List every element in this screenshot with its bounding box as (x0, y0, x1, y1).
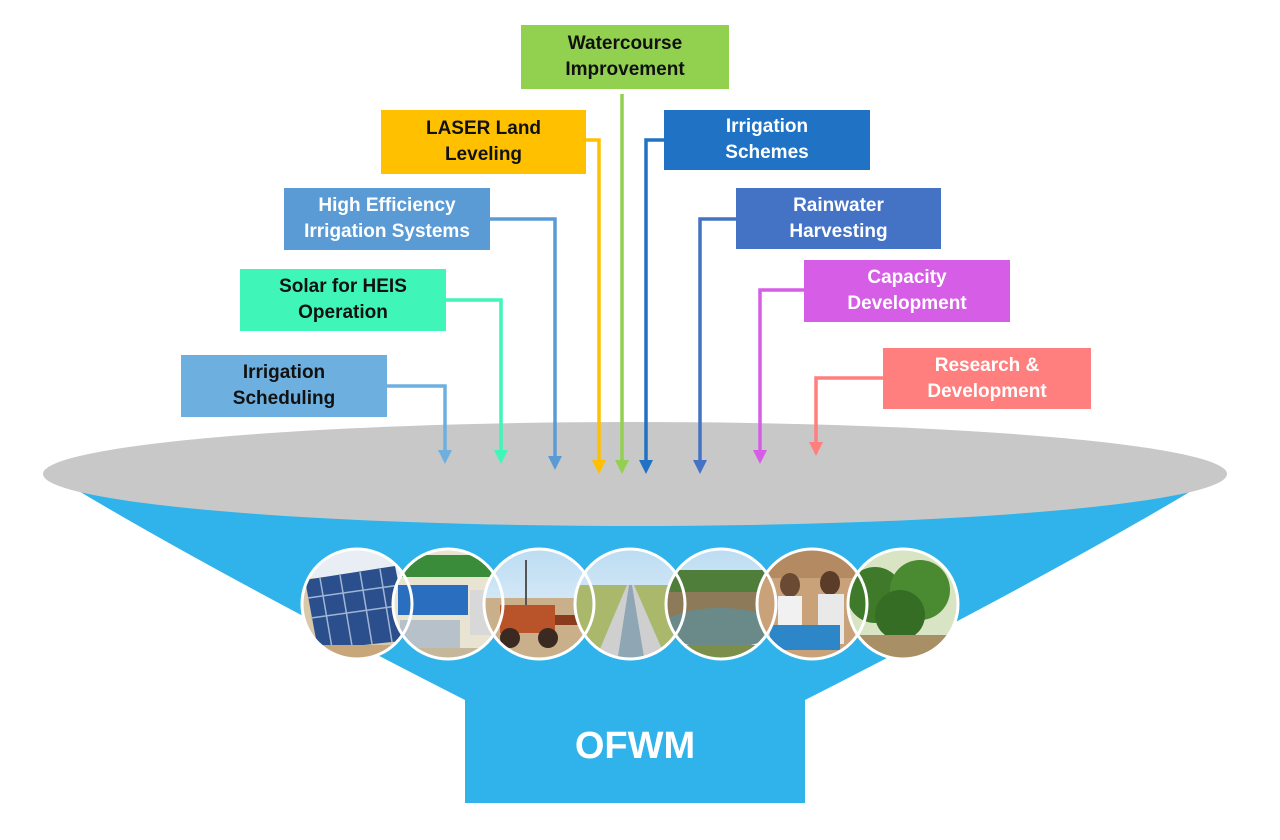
schemes-arrow (644, 138, 664, 462)
laser-box (381, 110, 586, 174)
watercourse-arrowhead (615, 460, 629, 474)
research-arrow (814, 376, 883, 444)
irrigation-schemes-label: Irrigation Schemes (725, 116, 809, 163)
heis-arrow (490, 217, 557, 458)
funnel-rim (43, 422, 1227, 526)
capacity-arrow (758, 288, 804, 452)
laser-arrowhead (592, 460, 606, 474)
capacity-box (804, 260, 1010, 322)
research-arrowhead (809, 442, 823, 456)
schemes-arrowhead (639, 460, 653, 474)
solar-box (240, 269, 446, 331)
rainwater-arrow (698, 217, 736, 462)
research-and-development-label: Research & Development (927, 354, 1047, 402)
rainwater-box (736, 188, 941, 249)
laser-arrow (586, 138, 601, 462)
laser-land-leveling-label: LASER Land Leveling (425, 118, 542, 165)
solar-for-heis-operation-label: Solar for HEIS Operation (279, 276, 407, 323)
watercourse-improvement-label: Watercourse Improvement (565, 33, 685, 80)
scheduling-arrow (387, 384, 447, 452)
research-box (883, 348, 1091, 409)
watercourse-box (521, 25, 729, 89)
drip-irrigation-station-photo (393, 549, 503, 659)
scheduling-box (181, 355, 387, 417)
capacity-development-label: Capacity Development (847, 267, 967, 314)
high-efficiency-irrigation-systems-label: High Efficiency Irrigation Systems (304, 195, 470, 242)
solar-arrowhead (494, 450, 508, 464)
scheduling-arrowhead (438, 450, 452, 464)
photo-strip (300, 547, 960, 661)
rainwater-arrowhead (693, 460, 707, 474)
rainwater-harvesting-label: Rainwater Harvesting (789, 194, 888, 242)
solar-panels-photo (302, 549, 412, 659)
capacity-arrowhead (753, 450, 767, 464)
heis-arrowhead (548, 456, 562, 470)
schemes-box (664, 110, 870, 170)
solar-arrow (446, 298, 503, 452)
funnel-title: OFWM (574, 724, 696, 767)
irrigation-scheduling-label: Irrigation Scheduling (232, 362, 336, 409)
heis-box (284, 188, 490, 250)
